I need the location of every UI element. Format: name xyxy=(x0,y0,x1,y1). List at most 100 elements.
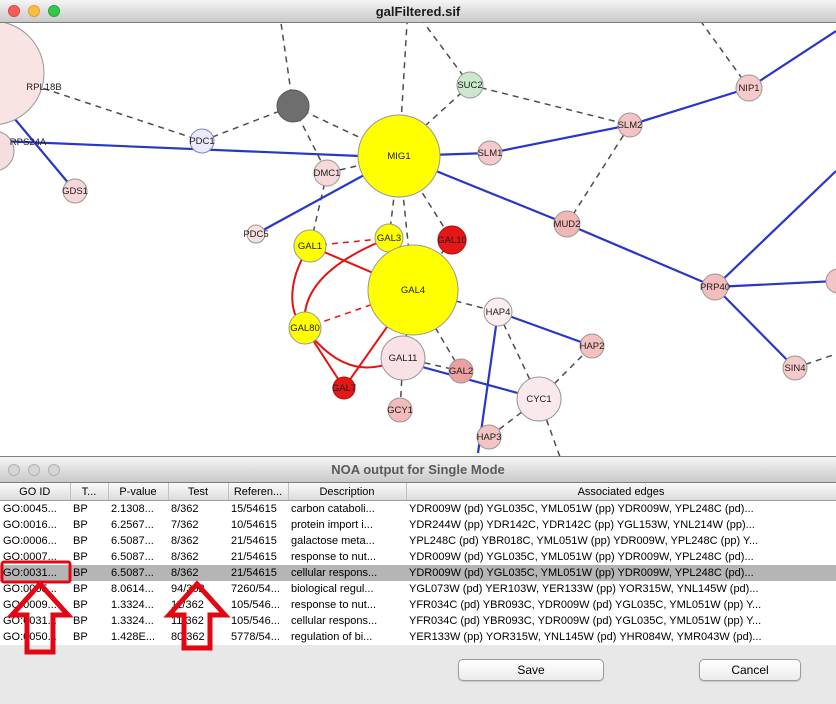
cell-edges[interactable]: YGL073W (pd) YER103W, YER133W (pp) YOR31… xyxy=(409,583,759,595)
cell-type[interactable]: BP xyxy=(73,583,88,595)
node-hap4[interactable] xyxy=(483,297,513,327)
col-header-go-id[interactable]: GO ID xyxy=(0,483,71,501)
node-gal1[interactable] xyxy=(293,229,327,263)
node-prp40[interactable] xyxy=(701,273,729,301)
cell-description[interactable]: cellular respons... xyxy=(288,565,406,581)
col-header-type[interactable]: T... xyxy=(70,483,109,501)
cell-p-value[interactable]: 1.3324... xyxy=(111,599,154,611)
table-row[interactable]: GO:0006... BP 6.5087... 8/362 21/54615 g… xyxy=(0,533,836,549)
node-slm2[interactable] xyxy=(617,112,643,138)
node-pdc5[interactable] xyxy=(246,224,266,244)
cell-description[interactable]: biological regul... xyxy=(291,583,374,595)
network-canvas[interactable]: RPL18B RPS24A GDS1 PDC1 DMC1 MIG1 SUC2 S… xyxy=(0,23,836,457)
cell-p-value[interactable]: 1.428E... xyxy=(111,631,156,643)
node-slm1[interactable] xyxy=(477,140,503,166)
table-row-selected[interactable]: GO:0031... BP 6.5087... 8/362 21/54615 c… xyxy=(0,565,836,581)
cell-go-id[interactable]: GO:0031... xyxy=(3,615,57,627)
network-window-titlebar[interactable]: galFiltered.sif xyxy=(0,0,836,23)
cell-test[interactable]: 8/362 xyxy=(171,551,199,563)
cell-edges[interactable]: YPL248C (pd) YBR018C, YML051W (pp) YDR00… xyxy=(409,535,759,547)
cell-edges[interactable]: YDR009W (pd) YGL035C, YML051W (pp) YDR00… xyxy=(406,565,836,581)
cell-description[interactable]: carbon cataboli... xyxy=(291,503,375,515)
cell-description[interactable]: cellular respons... xyxy=(291,615,378,627)
node-unlabeled-right[interactable] xyxy=(825,268,836,294)
cell-description[interactable]: galactose meta... xyxy=(291,535,375,547)
node-rps24a[interactable] xyxy=(0,131,15,171)
cell-type[interactable]: BP xyxy=(73,631,88,643)
cell-reference[interactable]: 5778/54... xyxy=(231,631,280,643)
cell-reference[interactable]: 7260/54... xyxy=(231,583,280,595)
node-gcy1[interactable] xyxy=(387,397,413,423)
cell-go-id[interactable]: GO:0065... xyxy=(3,583,57,595)
node-gal2[interactable] xyxy=(448,358,474,384)
cell-test[interactable]: 8/362 xyxy=(171,503,199,515)
node-gal80[interactable] xyxy=(288,311,322,345)
cell-description[interactable]: regulation of bi... xyxy=(291,631,373,643)
cell-type[interactable]: BP xyxy=(73,599,88,611)
col-header-test[interactable]: Test xyxy=(168,483,229,501)
node-hap3[interactable] xyxy=(476,424,502,450)
cell-test[interactable]: 94/362 xyxy=(171,583,205,595)
node-gal7[interactable] xyxy=(332,376,356,400)
node-suc2[interactable] xyxy=(456,71,484,99)
node-gal11[interactable] xyxy=(380,335,426,381)
cell-description[interactable]: protein import i... xyxy=(291,519,373,531)
col-header-associated-edges[interactable]: Associated edges xyxy=(406,483,836,501)
cell-reference[interactable]: 21/54615 xyxy=(231,535,277,547)
cell-p-value[interactable]: 6.5087... xyxy=(108,565,168,581)
node-gds1[interactable] xyxy=(62,178,88,204)
cell-reference[interactable]: 21/54615 xyxy=(231,551,277,563)
node-gal10[interactable] xyxy=(437,225,467,255)
cancel-button[interactable]: Cancel xyxy=(699,659,801,681)
table-row[interactable]: GO:0007... BP 6.5087... 8/362 21/54615 r… xyxy=(0,549,836,565)
close-button[interactable] xyxy=(8,5,20,17)
cell-p-value[interactable]: 1.3324... xyxy=(111,615,154,627)
node-pdc1[interactable] xyxy=(189,128,215,154)
cell-edges[interactable]: YDR009W (pd) YGL035C, YML051W (pp) YDR00… xyxy=(409,551,754,563)
cell-type[interactable]: BP xyxy=(73,503,88,515)
cell-edges[interactable]: YFR034C (pd) YBR093C, YDR009W (pd) YGL03… xyxy=(409,599,762,611)
node-mig1[interactable] xyxy=(357,114,441,198)
minimize-button[interactable] xyxy=(28,5,40,17)
cell-test[interactable]: 11/362 xyxy=(171,599,204,611)
node-rpl18b[interactable] xyxy=(0,23,45,125)
cell-reference[interactable]: 105/546... xyxy=(231,615,280,627)
node-hap2[interactable] xyxy=(579,333,605,359)
node-unlabeled-gray[interactable] xyxy=(276,89,310,123)
cell-reference[interactable]: 15/54615 xyxy=(231,503,277,515)
cell-go-id[interactable]: GO:0006... xyxy=(3,535,57,547)
cell-edges[interactable]: YER133W (pp) YOR315W, YNL145W (pd) YHR08… xyxy=(409,631,762,643)
cell-go-id[interactable]: GO:0009... xyxy=(3,599,57,611)
cell-p-value[interactable]: 8.0614... xyxy=(111,583,154,595)
table-row[interactable]: GO:0031... BP 1.3324... 11/362 105/546..… xyxy=(0,613,836,629)
cell-reference[interactable]: 105/546... xyxy=(231,599,280,611)
table-row[interactable]: GO:0065... BP 8.0614... 94/362 7260/54..… xyxy=(0,581,836,597)
node-dmc1[interactable] xyxy=(313,159,341,187)
node-cyc1[interactable] xyxy=(516,376,562,422)
cell-p-value[interactable]: 2.1308... xyxy=(111,503,154,515)
cell-edges[interactable]: YFR034C (pd) YBR093C, YDR009W (pd) YGL03… xyxy=(409,615,762,627)
col-header-p-value[interactable]: P-value xyxy=(108,483,169,501)
node-nip1[interactable] xyxy=(735,74,763,102)
table-row[interactable]: GO:0009... BP 1.3324... 11/362 105/546..… xyxy=(0,597,836,613)
cell-type[interactable]: BP xyxy=(73,551,88,563)
cell-go-id[interactable]: GO:0007... xyxy=(3,551,57,563)
cell-test[interactable]: 7/362 xyxy=(171,519,199,531)
table-row[interactable]: GO:0050... BP 1.428E... 80/362 5778/54..… xyxy=(0,629,836,645)
cell-type[interactable]: BP xyxy=(73,535,88,547)
cell-type[interactable]: BP xyxy=(70,565,108,581)
cell-go-id[interactable]: GO:0016... xyxy=(3,519,57,531)
zoom-button[interactable] xyxy=(48,5,60,17)
cell-test[interactable]: 8/362 xyxy=(168,565,228,581)
cell-p-value[interactable]: 6.5087... xyxy=(111,551,154,563)
cell-test[interactable]: 11/362 xyxy=(171,615,204,627)
cell-p-value[interactable]: 6.2567... xyxy=(111,519,154,531)
col-header-description[interactable]: Description xyxy=(288,483,407,501)
cell-p-value[interactable]: 6.5087... xyxy=(111,535,154,547)
cell-edges[interactable]: YDR009W (pd) YGL035C, YML051W (pp) YDR00… xyxy=(409,503,754,515)
cell-go-id[interactable]: GO:0050... xyxy=(3,631,57,643)
cell-description[interactable]: response to nut... xyxy=(291,599,376,611)
cell-reference[interactable]: 21/54615 xyxy=(228,565,288,581)
table-row[interactable]: GO:0016... BP 6.2567... 7/362 10/54615 p… xyxy=(0,517,836,533)
cell-type[interactable]: BP xyxy=(73,519,88,531)
